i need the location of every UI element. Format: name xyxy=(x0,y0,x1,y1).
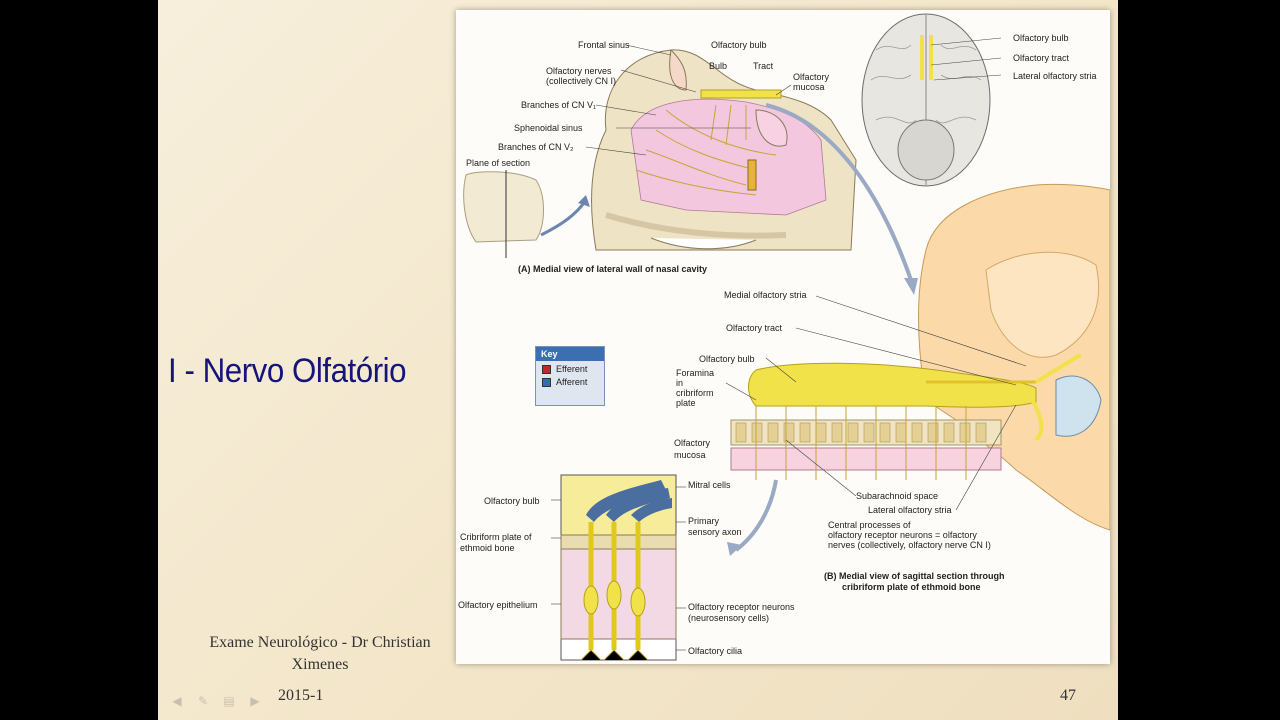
label-brain-lateral-stria: Lateral olfactory stria xyxy=(1013,71,1097,81)
label-brain-olfactory-bulb: Olfactory bulb xyxy=(1013,33,1069,43)
label-primary-axon-1: Primary xyxy=(688,516,719,526)
label-epithelium: Olfactory epithelium xyxy=(458,600,538,610)
sagittal-section-illustration xyxy=(727,183,1110,556)
caption-panel-b-2: cribriform plate of ethmoid bone xyxy=(842,582,981,592)
olfactory-nerve-figure: Frontal sinus Olfactory bulb Bulb Tract … xyxy=(456,10,1110,664)
afferent-swatch xyxy=(542,377,551,387)
label-foramina-4: plate xyxy=(676,398,696,408)
page-number: 47 xyxy=(1060,687,1076,704)
label-mucosa-b1: Olfactory xyxy=(674,438,711,448)
slides-icon[interactable]: ▤ xyxy=(223,694,235,708)
label-cilia: Olfactory cilia xyxy=(688,646,743,656)
label-central-1: Central processes of xyxy=(828,520,911,530)
next-icon[interactable]: ▶ xyxy=(250,694,260,708)
label-receptor-1: Olfactory receptor neurons xyxy=(688,602,795,612)
label-subarachnoid: Subarachnoid space xyxy=(856,491,939,501)
brain-inferior-illustration xyxy=(861,13,991,187)
label-central-2: olfactory receptor neurons = olfactory xyxy=(828,530,977,540)
slide-title: I - Nervo Olfatório xyxy=(168,352,407,390)
label-olfactory-nerves-sub: (collectively CN I) xyxy=(546,76,617,86)
label-primary-axon-2: sensory axon xyxy=(688,527,742,537)
label-olfactory-bulb-c: Olfactory bulb xyxy=(484,496,540,506)
label-branches-v2: Branches of CN V₂ xyxy=(498,142,574,152)
label-tract: Tract xyxy=(753,61,774,71)
label-receptor-2: (neurosensory cells) xyxy=(688,613,770,623)
label-brain-olfactory-tract: Olfactory tract xyxy=(1013,53,1070,63)
efferent-swatch xyxy=(542,364,551,374)
key-title: Key xyxy=(536,347,604,361)
prev-icon[interactable]: ◀ xyxy=(172,694,182,708)
olfactory-epithelium-illustration xyxy=(560,474,677,661)
caption-panel-b-1: (B) Medial view of sagittal section thro… xyxy=(824,571,1005,581)
pen-icon[interactable]: ✎ xyxy=(197,694,209,708)
label-medial-stria: Medial olfactory stria xyxy=(724,290,807,300)
key-legend: Key Efferent Afferent xyxy=(535,346,605,406)
label-cribriform-1: Cribriform plate of xyxy=(460,532,532,542)
label-plane-of-section: Plane of section xyxy=(466,158,531,168)
label-olfactory-bulb-b: Olfactory bulb xyxy=(699,354,755,364)
label-sphenoidal-sinus: Sphenoidal sinus xyxy=(514,123,583,133)
label-branches-v1: Branches of CN V₁ xyxy=(521,100,597,110)
key-afferent-row: Afferent xyxy=(542,377,598,387)
footer-author: Exame Neurológico - Dr Christian Ximenes xyxy=(209,634,431,673)
label-foramina-3: cribriform xyxy=(676,388,714,398)
nasal-cavity-illustration xyxy=(463,48,918,295)
label-olfactory-bulb-a: Olfactory bulb xyxy=(711,40,767,50)
figure-drawing xyxy=(463,13,1110,661)
label-cribriform-2: ethmoid bone xyxy=(460,543,515,553)
label-olfactory-tract-b: Olfactory tract xyxy=(726,323,783,333)
key-efferent-label: Efferent xyxy=(556,364,588,374)
label-olfactory-mucosa-a1: Olfactory xyxy=(793,72,830,82)
label-olfactory-nerves: Olfactory nerves xyxy=(546,66,612,76)
label-mitral-cells: Mitral cells xyxy=(688,480,731,490)
label-bulb: Bulb xyxy=(709,61,728,71)
label-lateral-stria-b: Lateral olfactory stria xyxy=(868,505,952,515)
label-central-3: nerves (collectively, olfactory nerve CN… xyxy=(828,540,991,550)
key-afferent-label: Afferent xyxy=(556,377,588,387)
label-olfactory-mucosa-a2: mucosa xyxy=(793,82,825,92)
slideshow-controls: ◀ ✎ ▤ ▶ xyxy=(168,694,264,708)
label-frontal-sinus: Frontal sinus xyxy=(578,40,630,50)
label-mucosa-b2: mucosa xyxy=(674,450,706,460)
caption-panel-a: (A) Medial view of lateral wall of nasal… xyxy=(518,264,708,274)
key-efferent-row: Efferent xyxy=(542,364,598,374)
footer-date: 2015-1 xyxy=(278,687,324,704)
label-foramina-1: Foramina xyxy=(676,368,715,378)
label-foramina-2: in xyxy=(676,378,684,388)
slide: I - Nervo Olfatório xyxy=(158,0,1118,720)
